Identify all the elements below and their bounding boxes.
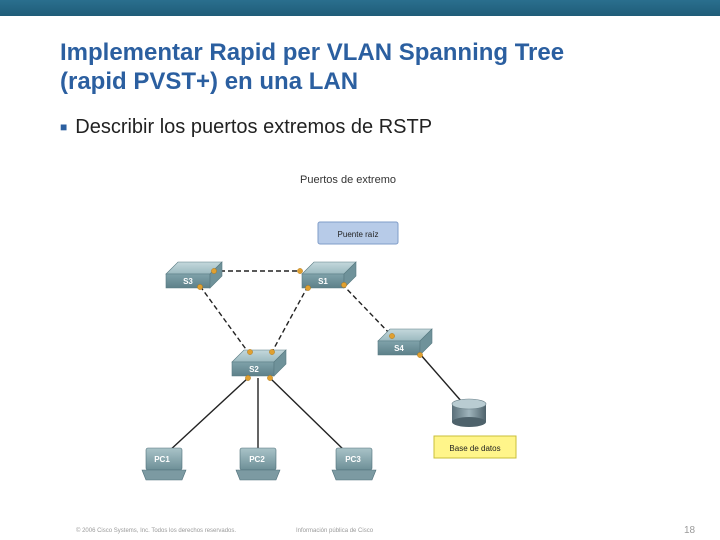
database-callout: Base de datos [433, 435, 517, 459]
diagram-heading: Puertos de extremo [300, 174, 396, 186]
port-dot [389, 333, 395, 339]
port-dot [197, 284, 203, 290]
port-dot [267, 375, 273, 381]
title-line-1: Implementar Rapid per VLAN Spanning Tree [60, 39, 565, 66]
link-s2-pc3 [269, 377, 347, 453]
page-number: 18 [684, 525, 696, 536]
switch-s2: S2 [231, 349, 287, 377]
root-bridge-callout: Puente raíz [317, 221, 399, 245]
port-dot [245, 375, 251, 381]
switch-s4: S4 [377, 328, 433, 356]
switch-s2-label: S2 [249, 365, 259, 374]
bullet-item: ■ Describir los puertos extremos de RSTP [60, 116, 432, 139]
port-dot [211, 268, 217, 274]
slide-title: Implementar Rapid per VLAN Spanning Tree… [60, 38, 700, 96]
switch-s1-label: S1 [318, 277, 328, 286]
link-s1-s2 [271, 285, 309, 353]
network-links [167, 270, 463, 453]
pc2: PC2 [235, 447, 281, 481]
top-banner [0, 0, 720, 16]
bullet-text: Describir los puertos extremos de RSTP [75, 116, 433, 138]
port-dot [341, 282, 347, 288]
pc1: PC1 [141, 447, 187, 481]
port-dot [247, 349, 253, 355]
pc3-label: PC3 [345, 455, 361, 464]
switch-s1: S1 [301, 261, 357, 289]
link-s2-pc1 [167, 377, 249, 453]
port-dot [305, 285, 311, 291]
database-icon [451, 398, 487, 427]
link-s4-db [419, 353, 463, 403]
port-markers [165, 268, 423, 458]
port-dot [297, 268, 303, 274]
pc2-label: PC2 [249, 455, 265, 464]
port-dot [269, 349, 275, 355]
link-s1-s4 [341, 283, 393, 337]
square-bullet-icon: ■ [60, 119, 68, 134]
switch-s3: S3 [165, 261, 223, 289]
link-s3-s2 [199, 285, 249, 353]
database-label: Base de datos [449, 444, 500, 453]
port-dot [417, 352, 423, 358]
switch-s3-label: S3 [183, 277, 193, 286]
title-line-2: (rapid PVST+) en una LAN [60, 68, 359, 95]
footer-info: Información pública de Cisco [296, 528, 374, 534]
footer-copyright: © 2006 Cisco Systems, Inc. Todos los der… [76, 528, 237, 534]
pc3: PC3 [331, 447, 377, 481]
switch-s4-label: S4 [394, 344, 404, 353]
root-bridge-label: Puente raíz [338, 230, 379, 239]
pc1-label: PC1 [154, 455, 170, 464]
